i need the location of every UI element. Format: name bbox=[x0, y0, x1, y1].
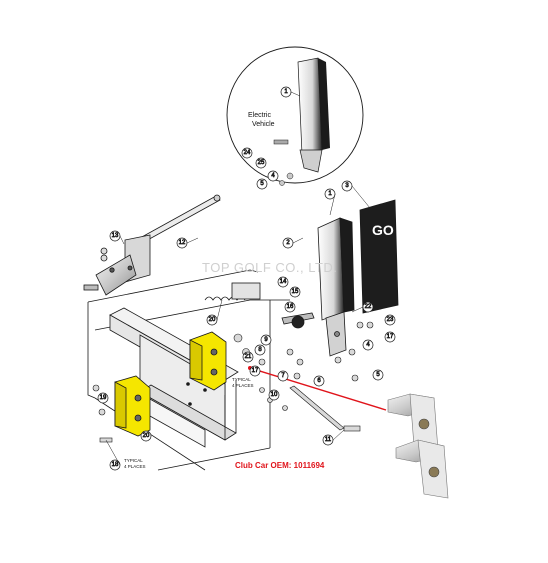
callout-text: 2 bbox=[286, 240, 290, 246]
callout-text: 23 bbox=[387, 317, 394, 323]
pedal-pad: GO bbox=[359, 199, 399, 314]
note-typical-left-line2: 4 PLACES bbox=[124, 464, 146, 469]
callout-text: 7 bbox=[281, 373, 285, 379]
callout-text: 1 bbox=[284, 89, 288, 95]
callout-10: 10 bbox=[268, 389, 280, 401]
callout-1-main: 1 bbox=[324, 188, 336, 200]
callout-7: 7 bbox=[277, 370, 289, 382]
callout-text: 6 bbox=[317, 378, 321, 384]
callout-19: 19 bbox=[97, 392, 109, 404]
callout-3: 3 bbox=[341, 180, 353, 192]
callout-text: 15 bbox=[292, 289, 299, 295]
callout-text: 19 bbox=[100, 395, 107, 401]
inset-label-line1: Electric bbox=[248, 112, 271, 119]
leader-lines bbox=[105, 91, 371, 466]
callouts: 1 24 25 4 5 1 3 2 13 12 14 15 16 20 8 9 … bbox=[97, 86, 396, 471]
callout-text: 4 bbox=[366, 342, 370, 348]
callout-14: 14 bbox=[277, 276, 289, 288]
callout-text: 4 bbox=[271, 173, 275, 179]
callout-text: 17 bbox=[387, 334, 394, 340]
pedal-rod bbox=[83, 194, 221, 296]
callout-6: 6 bbox=[313, 375, 325, 387]
callout-11: 11 bbox=[322, 434, 334, 446]
callout-text: 16 bbox=[287, 304, 294, 310]
callout-text: 5 bbox=[376, 372, 380, 378]
callout-text: 18 bbox=[112, 462, 119, 468]
callout-13: 13 bbox=[109, 230, 121, 242]
callout-17a: 17 bbox=[249, 365, 261, 377]
callout-text: 20 bbox=[143, 433, 150, 439]
callout-text: 14 bbox=[280, 279, 287, 285]
callout-5-inset: 5 bbox=[256, 178, 268, 190]
callout-15: 15 bbox=[289, 286, 301, 298]
callout-25: 25 bbox=[255, 157, 267, 169]
small-hardware bbox=[92, 321, 374, 443]
callout-text: 10 bbox=[271, 392, 278, 398]
spring bbox=[204, 282, 261, 301]
callout-text: 11 bbox=[325, 437, 332, 443]
pedal-badge: GO bbox=[372, 222, 394, 238]
callout-22: 22 bbox=[362, 301, 374, 313]
callout-8: 8 bbox=[254, 344, 266, 356]
pivot-bolt bbox=[281, 312, 315, 329]
callout-18: 18 bbox=[109, 459, 121, 471]
callout-23: 23 bbox=[384, 314, 396, 326]
callout-text: 5 bbox=[260, 181, 264, 187]
accelerator-pedal bbox=[317, 217, 355, 357]
callout-text: 13 bbox=[112, 233, 119, 239]
callout-text: 1 bbox=[328, 191, 332, 197]
callout-text: 17 bbox=[252, 368, 259, 374]
callout-20: 20 bbox=[206, 314, 218, 326]
callout-24: 24 bbox=[241, 147, 253, 159]
callout-4-inset: 4 bbox=[267, 170, 279, 182]
note-typical-right-line1: TYPICAL bbox=[232, 377, 251, 382]
callout-4-main: 4 bbox=[362, 339, 374, 351]
callout-12: 12 bbox=[176, 237, 188, 249]
note-typical-right-line2: 4 PLACES bbox=[232, 383, 254, 388]
oem-label: Club Car OEM: 1011694 bbox=[235, 461, 325, 470]
callout-text: 25 bbox=[258, 160, 265, 166]
callout-text: 9 bbox=[264, 337, 268, 343]
note-typical-left-line1: TYPICAL bbox=[124, 458, 143, 463]
callout-text: 21 bbox=[245, 354, 252, 360]
callout-17b: 17 bbox=[384, 331, 396, 343]
callout-2: 2 bbox=[282, 237, 294, 249]
electric-vehicle-inset: Electric Vehicle bbox=[226, 46, 364, 186]
watermark: TOP GOLF CO., LTD. bbox=[202, 260, 337, 275]
callout-text: 22 bbox=[365, 304, 372, 310]
callout-text: 20 bbox=[209, 317, 216, 323]
highlighted-bracket-upper bbox=[189, 331, 227, 391]
highlighted-bracket-lower bbox=[114, 375, 151, 437]
callout-1-inset: 1 bbox=[280, 86, 292, 98]
callout-text: 24 bbox=[244, 150, 251, 156]
callout-text: 3 bbox=[345, 183, 349, 189]
callout-21: 21 bbox=[242, 351, 254, 363]
callout-9: 9 bbox=[260, 334, 272, 346]
callout-text: 8 bbox=[258, 347, 262, 353]
oem-pointer-line bbox=[249, 367, 387, 411]
callout-text: 12 bbox=[179, 240, 186, 246]
inset-label-line2: Vehicle bbox=[252, 121, 275, 128]
product-photo bbox=[387, 393, 449, 499]
callout-5-main: 5 bbox=[372, 369, 384, 381]
callout-20b: 20 bbox=[140, 430, 152, 442]
callout-16: 16 bbox=[284, 301, 296, 313]
